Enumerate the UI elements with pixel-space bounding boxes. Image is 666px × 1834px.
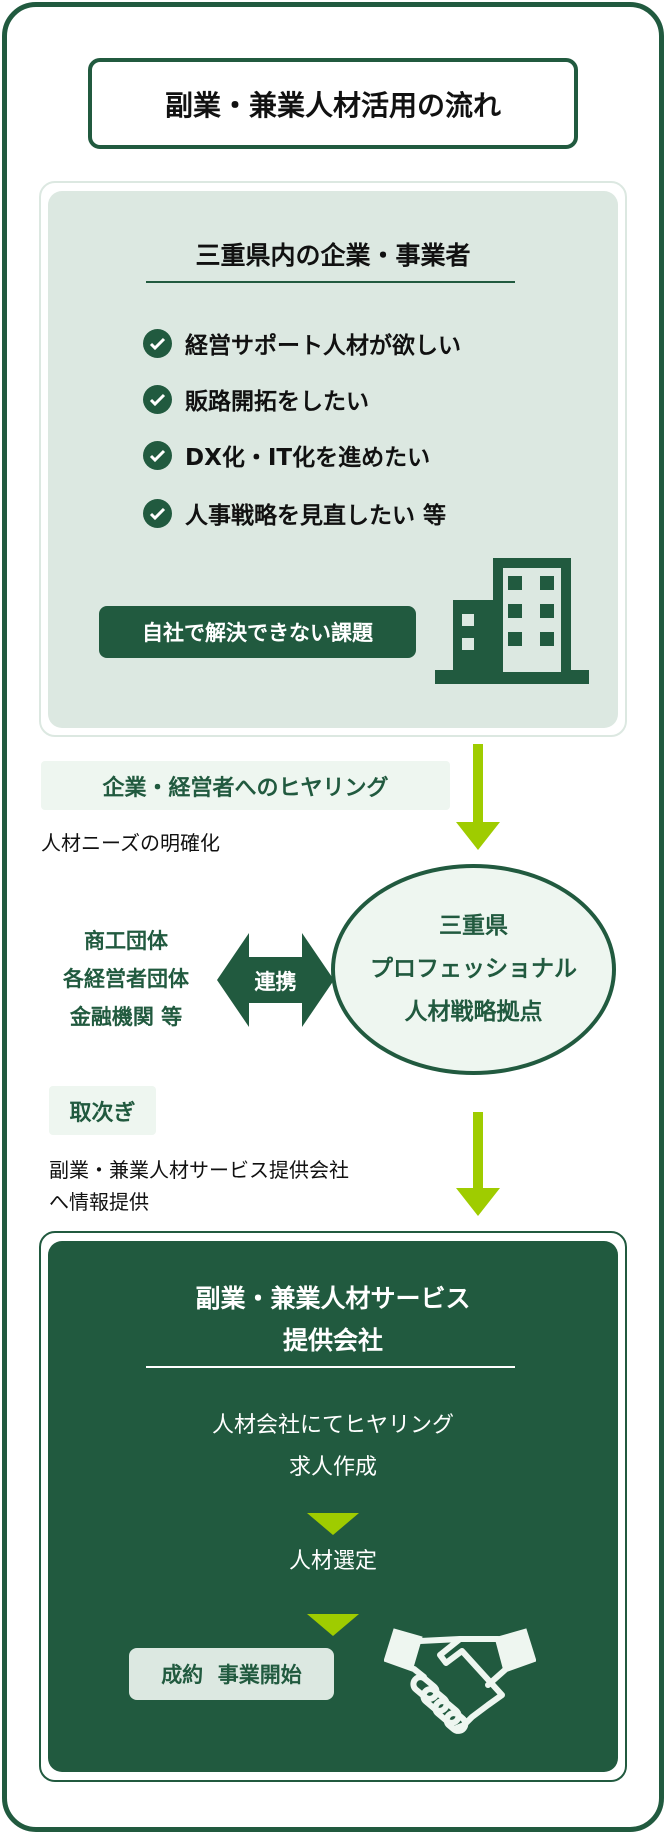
referral-text: 副業・兼業人材サービス提供会社 へ情報提供	[49, 1154, 349, 1218]
problem-badge: 自社で解決できない課題	[99, 606, 416, 658]
referral-line: 副業・兼業人材サービス提供会社	[49, 1158, 349, 1182]
provider-heading: 副業・兼業人材サービス 提供会社	[0, 1278, 666, 1362]
provider-section	[39, 1231, 627, 1782]
double-arrow-icon	[217, 933, 334, 1027]
hearing-text: 人材ニーズの明確化	[41, 831, 220, 855]
heading-line: 提供会社	[282, 1326, 383, 1355]
handshake-icon	[384, 1628, 536, 1734]
hub-line: 三重県	[439, 913, 508, 939]
check-icon	[143, 498, 172, 528]
partners-list: 商工団体 各経営者団体 金融機関 等	[26, 922, 226, 1036]
building-icon	[435, 558, 589, 684]
need-item: DX化・IT化を進めたい	[143, 438, 430, 472]
down-triangle-icon	[307, 1513, 359, 1535]
partner-line: 各経営者団体	[63, 967, 189, 991]
check-icon	[143, 440, 172, 470]
need-text: 人事戦略を見直したい 等	[185, 503, 447, 529]
down-arrow-icon	[456, 1112, 500, 1216]
partner-line: 金融機関 等	[69, 1005, 183, 1029]
check-icon	[143, 328, 172, 358]
hearing-label: 企業・経営者へのヒヤリング	[41, 761, 450, 810]
heading-line: 副業・兼業人材サービス	[195, 1284, 471, 1313]
need-text: 経営サポート人材が欲しい	[185, 333, 461, 359]
check-icon	[143, 384, 172, 414]
need-item: 経営サポート人材が欲しい	[143, 326, 461, 360]
need-text: DX化・IT化を進めたい	[185, 445, 431, 471]
need-text: 販路開拓をしたい	[185, 389, 369, 415]
link-label: 連携	[254, 970, 297, 994]
contract-badge: 成約 事業開始	[129, 1648, 334, 1700]
referral-label: 取次ぎ	[49, 1086, 156, 1135]
step-hearing: 人材会社にてヒヤリング 求人作成	[0, 1405, 666, 1489]
down-arrow-icon	[456, 744, 500, 850]
referral-line: へ情報提供	[49, 1190, 149, 1214]
heading-underline	[146, 281, 515, 283]
partner-line: 商工団体	[84, 929, 168, 953]
need-item: 人事戦略を見直したい 等	[143, 496, 446, 530]
step-selection: 人材選定	[288, 1549, 377, 1574]
hub-ellipse: 三重県 プロフェッショナル 人材戦略拠点	[331, 864, 616, 1075]
hub-line: プロフェッショナル	[370, 956, 577, 982]
step-line: 人材会社にてヒヤリング	[211, 1413, 454, 1438]
need-item: 販路開拓をしたい	[143, 382, 369, 416]
hub-line: 人材戦略拠点	[404, 999, 543, 1025]
heading-underline	[146, 1366, 515, 1368]
companies-heading: 三重県内の企業・事業者	[195, 241, 471, 270]
page-title: 副業・兼業人材活用の流れ	[88, 58, 578, 149]
down-triangle-icon	[307, 1614, 359, 1636]
step-line: 求人作成	[288, 1455, 377, 1480]
